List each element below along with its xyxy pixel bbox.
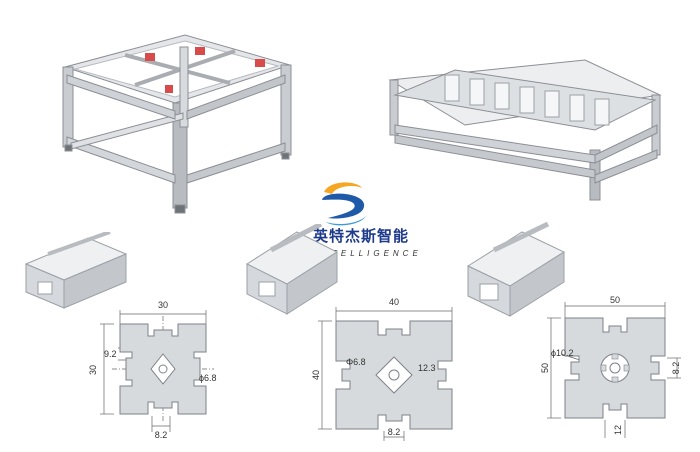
profile-50-bore-label: ϕ10.2 — [551, 348, 574, 358]
aluminum-rack-image — [388, 59, 662, 201]
profile-30-height-label: 30 — [88, 365, 98, 375]
profile-50-offset-label: 8.2 — [671, 362, 681, 375]
profile-40-offset-label: 12.3 — [418, 363, 436, 373]
profile-30-bore-label: ϕ6.8 — [199, 373, 217, 383]
profile-40-slot-label: 8.2 — [388, 427, 401, 437]
profile-40-drawing: 40 40 Φ6.8 12.3 8.2 — [311, 297, 453, 441]
profile-30-slot-label: 8.2 — [155, 430, 168, 440]
profile-50-width-label: 50 — [610, 295, 620, 305]
profile-40-width-label: 40 — [389, 297, 399, 307]
profile-50-slot-label: 12 — [613, 425, 623, 435]
profile-30-isometric-image — [24, 232, 128, 309]
brand-name-english: INTELLIGENCE — [316, 249, 422, 258]
profile-30-drawing: 30 30 9.2 ϕ6.8 8.2 — [88, 300, 217, 440]
profile-50-drawing: 50 50 ϕ10.2 8.2 12 — [540, 295, 681, 438]
profile-50-isometric-image — [466, 222, 566, 317]
profile-40-height-label: 40 — [311, 370, 321, 380]
profile-30-width-label: 30 — [158, 300, 168, 310]
brand-name-chinese: 英特杰斯智能 — [313, 227, 410, 245]
profile-40-bore-label: Φ6.8 — [346, 357, 366, 367]
aluminum-frame-table-image — [62, 34, 292, 214]
profile-30-offset-label: 9.2 — [104, 349, 117, 359]
profile-50-height-label: 50 — [540, 363, 550, 373]
profile-40-isometric-image — [245, 224, 339, 315]
brand-logo-mark — [322, 182, 366, 226]
